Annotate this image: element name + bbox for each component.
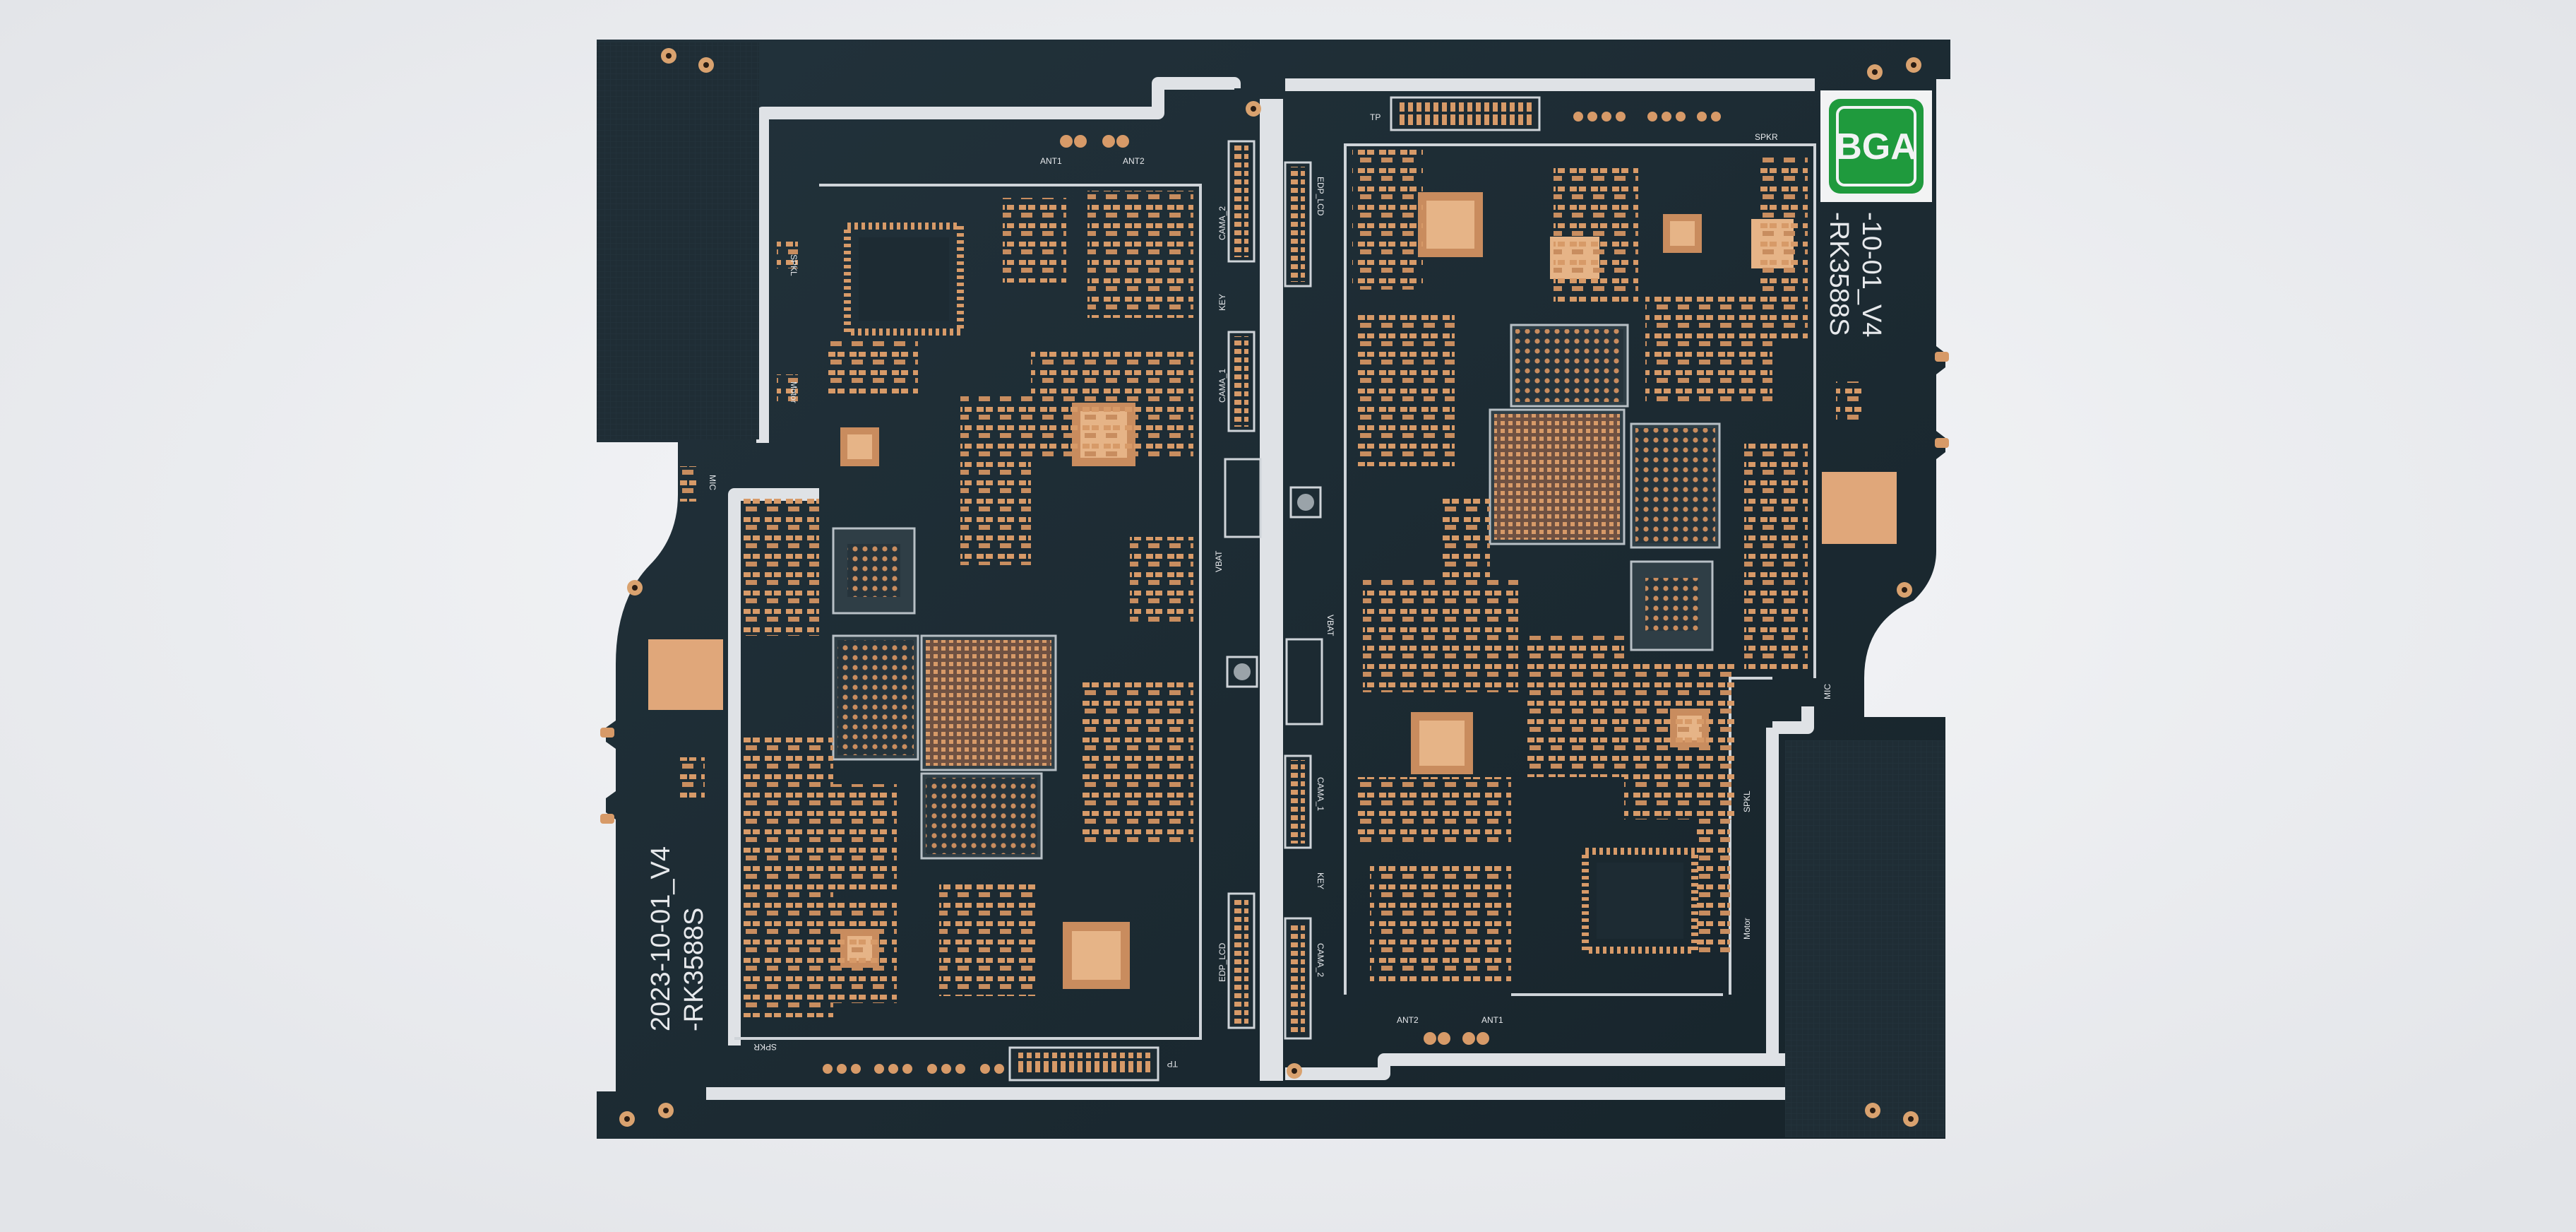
- right-breakaway-tab: [1785, 740, 1945, 1137]
- routing-slots: [706, 77, 1931, 1100]
- right-board: BGA -10-01_V4 -RK3588S TP EDP_LCD KEY CA…: [1284, 90, 1932, 1045]
- left-label-ant2: ANT2: [1123, 156, 1145, 166]
- left-version-text: 2023-10-01_V4: [646, 846, 676, 1031]
- right-label-vbat: VBAT: [1325, 615, 1335, 636]
- right-label-tp: TP: [1370, 112, 1381, 122]
- left-label-tp: TP: [1167, 1059, 1178, 1069]
- left-ram-chip-b: [926, 778, 1037, 854]
- left-label-cama2: CAMA_2: [1217, 206, 1227, 240]
- right-label-key: KEY: [1316, 872, 1325, 889]
- left-breakaway-tab: [597, 42, 759, 439]
- left-soc-bga: [926, 640, 1051, 766]
- right-ram-chip-b: [1515, 329, 1623, 402]
- left-label-cama1: CAMA_1: [1217, 369, 1227, 403]
- right-label-ant1: ANT1: [1481, 1015, 1503, 1025]
- right-ram-chip-a: [1635, 428, 1715, 543]
- right-model-text: -RK3588S: [1824, 212, 1854, 336]
- left-label-ant1: ANT1: [1040, 156, 1062, 166]
- left-shield-pad: [648, 639, 723, 710]
- right-soc-bga: [1494, 414, 1620, 540]
- right-label-ant2: ANT2: [1397, 1015, 1419, 1025]
- right-label-cama2: CAMA_2: [1316, 943, 1325, 977]
- left-label-spkl: SPKL: [789, 254, 799, 276]
- left-qfp-chip: [844, 223, 964, 336]
- tooling-holes: [619, 48, 1921, 1127]
- right-shield-pad: [1822, 472, 1897, 544]
- left-board: 2023-10-01_V4 -RK3588S ANT1 ANT2 MIC SPK…: [646, 135, 1262, 1082]
- left-label-spkr: SPKR: [753, 1042, 777, 1052]
- left-model-text: -RK3588S: [679, 908, 709, 1031]
- left-label-vbat: VBAT: [1214, 550, 1224, 572]
- right-label-motor: Motor: [1742, 918, 1752, 940]
- right-label-cama1: CAMA_1: [1316, 777, 1325, 811]
- right-label-spkl: SPKL: [1742, 790, 1752, 812]
- bga-logo-text: BGA: [1835, 126, 1917, 167]
- left-label-edp-lcd: EDP_LCD: [1217, 942, 1227, 982]
- left-label-motor: Motor: [789, 381, 799, 403]
- left-label-mic: MIC: [708, 475, 717, 490]
- right-label-spkr: SPKR: [1755, 132, 1778, 142]
- right-version-text: -10-01_V4: [1856, 212, 1886, 337]
- right-label-mic: MIC: [1823, 684, 1832, 699]
- edge-tabs: [600, 352, 1949, 824]
- left-label-key: KEY: [1217, 294, 1227, 311]
- left-ram-chip-a: [837, 640, 914, 755]
- bga-logo: BGA: [1820, 90, 1932, 202]
- right-label-edp-lcd: EDP_LCD: [1316, 177, 1325, 216]
